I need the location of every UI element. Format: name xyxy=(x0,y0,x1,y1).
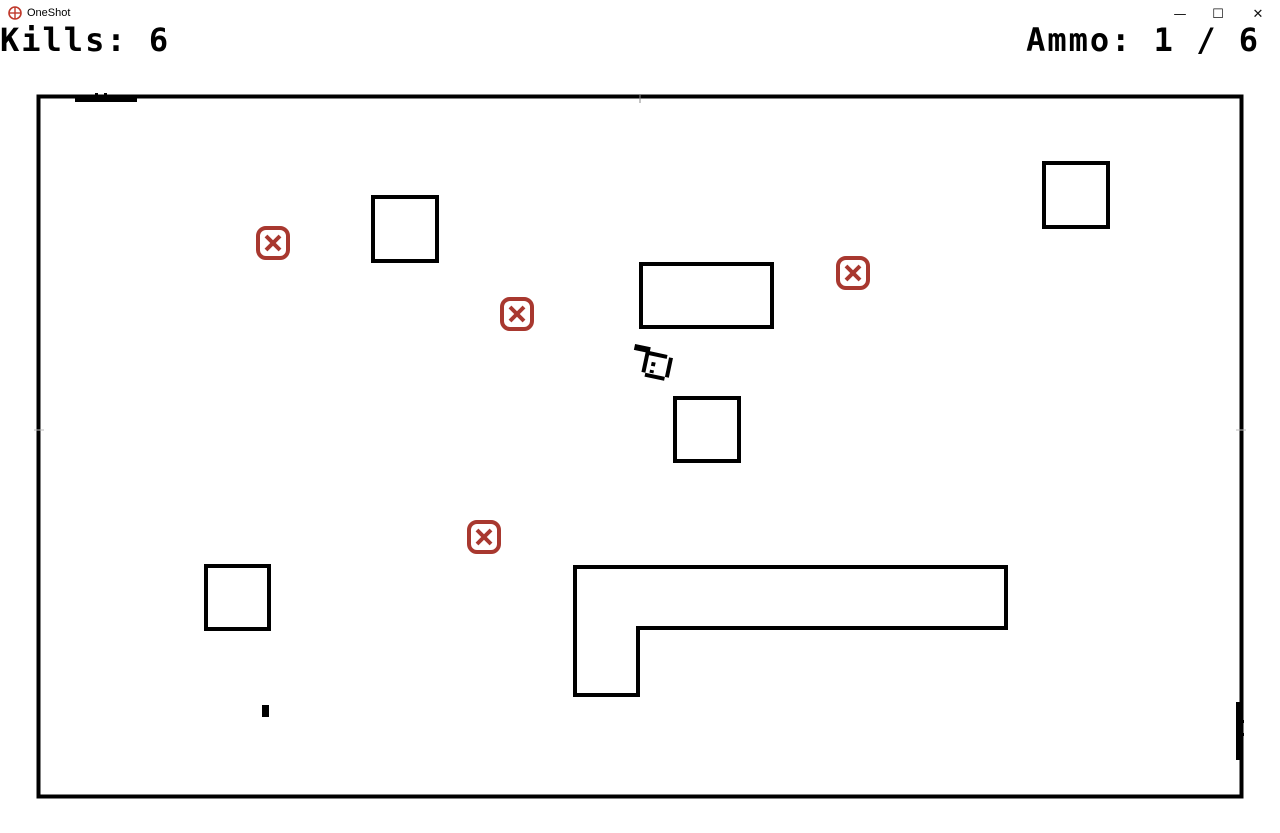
ammo-counter: Ammo: 1 / 6 xyxy=(1026,21,1260,59)
minimize-button[interactable]: — xyxy=(1160,0,1200,28)
close-icon: ✕ xyxy=(1252,6,1264,22)
target-crosshair-icon xyxy=(467,520,501,554)
obstacle-block xyxy=(371,195,439,263)
target-crosshair-icon xyxy=(500,297,534,331)
target-crosshair-icon xyxy=(836,256,870,290)
gate-notch xyxy=(95,93,98,100)
gate-notch xyxy=(1238,720,1244,723)
obstacle-l-wall xyxy=(573,565,1008,697)
title-bar[interactable]: OneShot — ☐ ✕ xyxy=(0,0,1280,28)
minimize-icon: — xyxy=(1173,6,1187,22)
target-crosshair-icon xyxy=(256,226,290,260)
crosshair-icon xyxy=(8,6,22,20)
obstacle-block xyxy=(204,564,271,631)
obstacle-wide-block xyxy=(639,262,774,329)
player-icon xyxy=(633,343,674,382)
obstacle-block xyxy=(673,396,741,463)
gate-notch xyxy=(104,93,107,100)
close-button[interactable]: ✕ xyxy=(1238,0,1278,28)
obstacle-block xyxy=(1042,161,1110,229)
maximize-button[interactable]: ☐ xyxy=(1198,0,1238,28)
kills-counter: Kills: 6 xyxy=(0,21,171,59)
gate-notch xyxy=(1238,733,1244,736)
ammo-pickup-icon xyxy=(262,705,269,717)
window-title: OneShot xyxy=(27,7,71,19)
maximize-icon: ☐ xyxy=(1212,6,1224,22)
